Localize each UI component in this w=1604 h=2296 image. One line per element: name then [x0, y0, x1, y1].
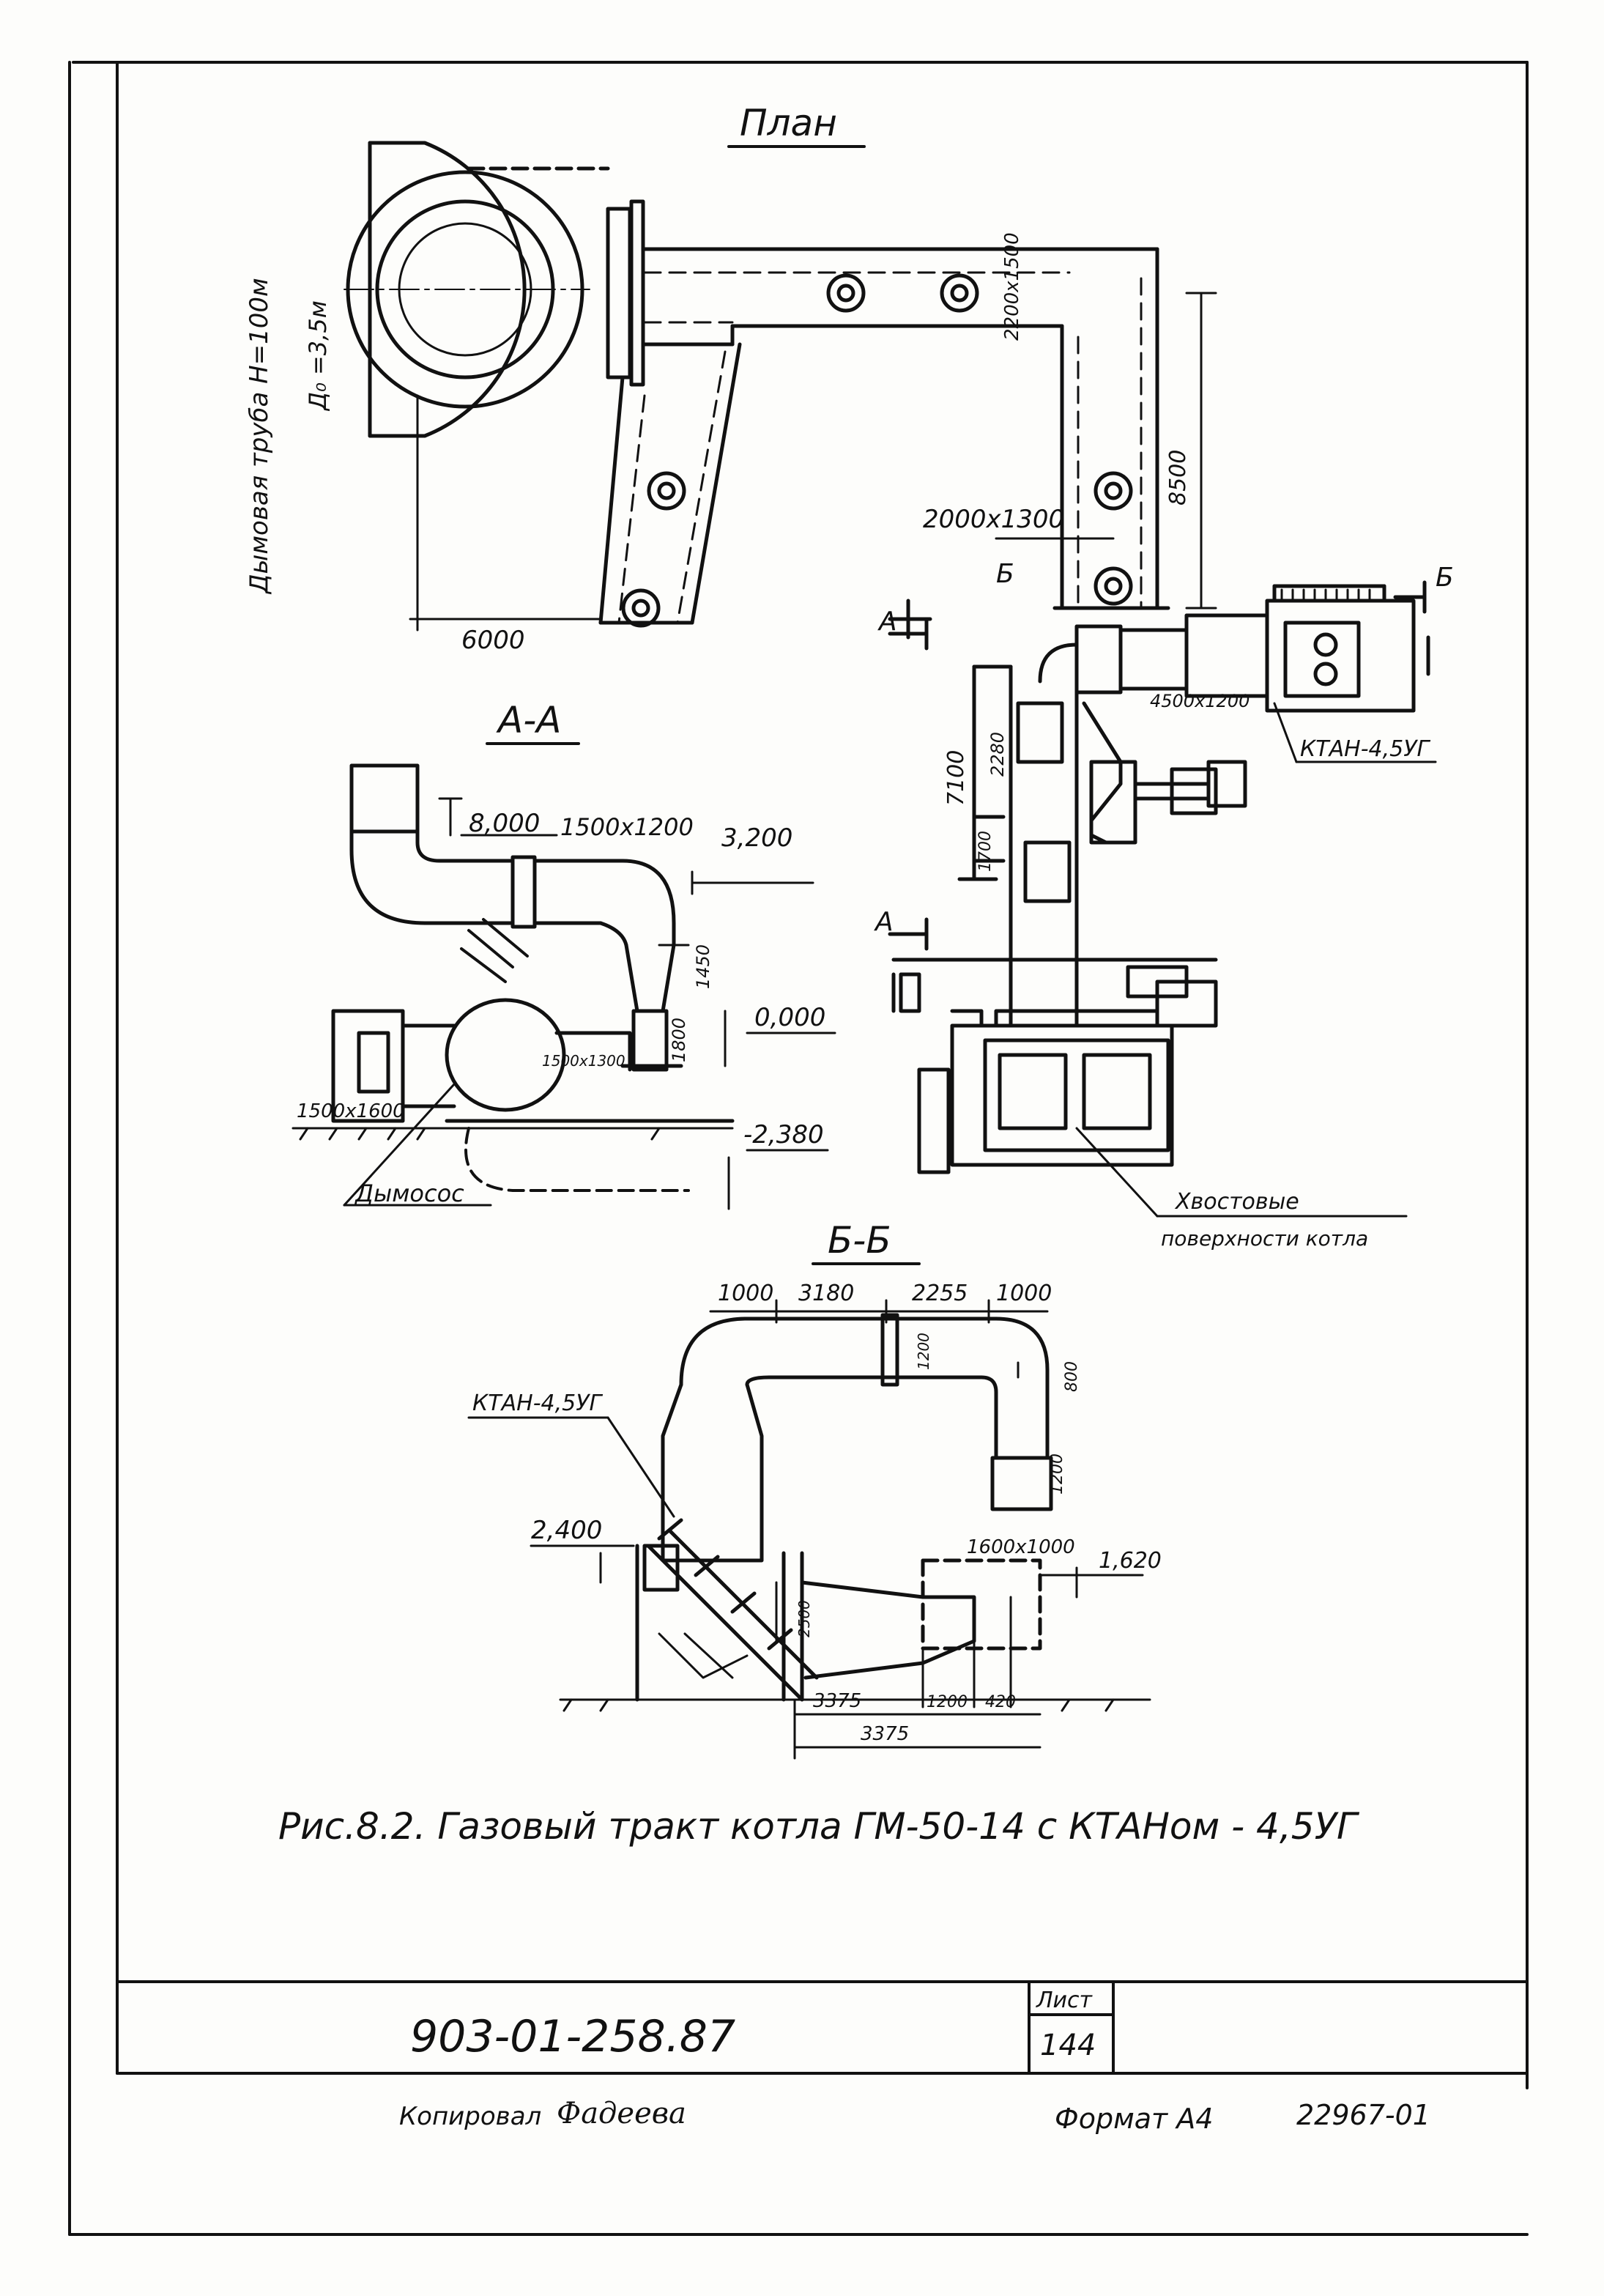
bb-ground [559, 1698, 1151, 1760]
tail-label-2: поверхности котла [1161, 1226, 1368, 1251]
aa-ground [292, 1127, 734, 1192]
aa-fan [331, 998, 735, 1123]
bb-dim-1000b: 1000 [996, 1281, 1052, 1306]
bb-dim-1200c: 1200 [927, 1693, 968, 1711]
copied-signature: Фадеева [557, 2097, 686, 2130]
bb-dim-420: 420 [985, 1693, 1016, 1711]
chimney-diameter: Д₀ =3,5м [304, 300, 332, 412]
dim-duct-main: 2000x1300 [923, 505, 1064, 534]
bb-dim-3375b: 3375 [861, 1723, 909, 1745]
section-bb: Б-Б 1000 3180 2255 1000 1200 800 1200 [467, 1219, 1162, 1760]
plan-view: План Дымовая труба Н=100м Д₀ =3,5м [245, 102, 1454, 1251]
bb-ducts [661, 1313, 1053, 1563]
cut-a-bottom: А [874, 907, 894, 937]
bb-dim-1000a: 1000 [718, 1281, 773, 1306]
aa-damper [460, 918, 529, 983]
dim-6000: 6000 [461, 626, 525, 655]
bb-levels [530, 1544, 1144, 1643]
aa-level-8000: 8,000 [469, 809, 540, 838]
bb-title: Б-Б [828, 1219, 891, 1262]
bb-ktan [635, 1518, 1042, 1708]
bb-dim-3180: 3180 [798, 1281, 854, 1306]
aa-level-3200: 3,200 [721, 823, 792, 853]
dim-7100: 7100 [943, 750, 969, 806]
bb-dim-2255: 2255 [912, 1281, 968, 1306]
footer-code: 22967-01 [1296, 2099, 1430, 2131]
sheet-number: 144 [1040, 2029, 1096, 2062]
aa-levels [438, 797, 836, 1210]
section-aa: А-А [292, 699, 836, 1210]
doc-number: 903-01-258.87 [410, 2011, 735, 2062]
bb-dim-800: 800 [1063, 1361, 1081, 1392]
tail-label-1: Хвостовые [1174, 1189, 1299, 1215]
cut-b-left: Б [996, 559, 1014, 589]
chimney-flanges [606, 199, 645, 387]
ktan-plan-hatch [1280, 588, 1371, 601]
ktan-label-plan: КТАН-4,5УГ [1300, 736, 1431, 762]
figure-caption: Рис.8.2. Газовый тракт котла ГМ-50-14 с … [278, 1805, 1360, 1848]
dim-1700: 1700 [976, 831, 995, 872]
cut-a-top: А [877, 607, 897, 637]
format-label: Формат А4 [1055, 2103, 1213, 2135]
bb-dim-3375a: 3375 [813, 1690, 861, 1712]
sheet-frame [68, 61, 1529, 2236]
boiler-tail [891, 958, 1218, 1174]
cut-marks [888, 580, 1427, 951]
cut-b-right: Б [1436, 563, 1454, 593]
aa-level-0000: 0,000 [754, 1003, 825, 1032]
boiler-ducts [957, 664, 1247, 1028]
dim-2280: 2280 [987, 732, 1008, 777]
dim-duct-top: 2200x1500 [1001, 232, 1023, 341]
bb-dim-2500: 2500 [795, 1600, 813, 1637]
aa-dim-1450: 1450 [693, 944, 713, 989]
duct-to-ktan [1038, 584, 1430, 713]
dim-8500: 8500 [1165, 450, 1191, 506]
bb-duct-size: 1600x1000 [967, 1536, 1075, 1558]
title-block [116, 1980, 1529, 2075]
aa-fan-label: Дымосос [354, 1180, 464, 1207]
dim-duct-ktan: 4500x1200 [1150, 691, 1250, 711]
aa-dim-1800: 1800 [669, 1018, 689, 1062]
damper-symbols [621, 273, 1133, 628]
bb-level-1620: 1,620 [1099, 1548, 1162, 1574]
plan-dimensions [409, 292, 1217, 632]
aa-level-m2380: -2,380 [743, 1120, 824, 1149]
chimney-label: Дымовая труба Н=100м [245, 278, 274, 595]
duct-top [641, 247, 1170, 610]
copied-label: Копировал [399, 2102, 541, 2131]
bb-ktan-label: КТАН-4,5УГ [472, 1390, 604, 1416]
aa-inlet-size: 1500x1600 [297, 1100, 405, 1122]
plan-title: План [740, 102, 837, 144]
chimney [344, 141, 610, 438]
aa-fan-size: 1500x1300 [542, 1052, 625, 1070]
bb-dim-1200a: 1200 [915, 1333, 932, 1370]
sheet-label: Лист [1036, 1988, 1094, 2013]
aa-duct-size: 1500x1200 [560, 813, 694, 841]
bb-dim-1200b: 1200 [1048, 1453, 1066, 1495]
aa-title: А-А [496, 699, 561, 741]
duct-angled [598, 342, 742, 625]
aa-ducts [349, 763, 683, 1072]
bb-level-2400: 2,400 [531, 1516, 602, 1545]
